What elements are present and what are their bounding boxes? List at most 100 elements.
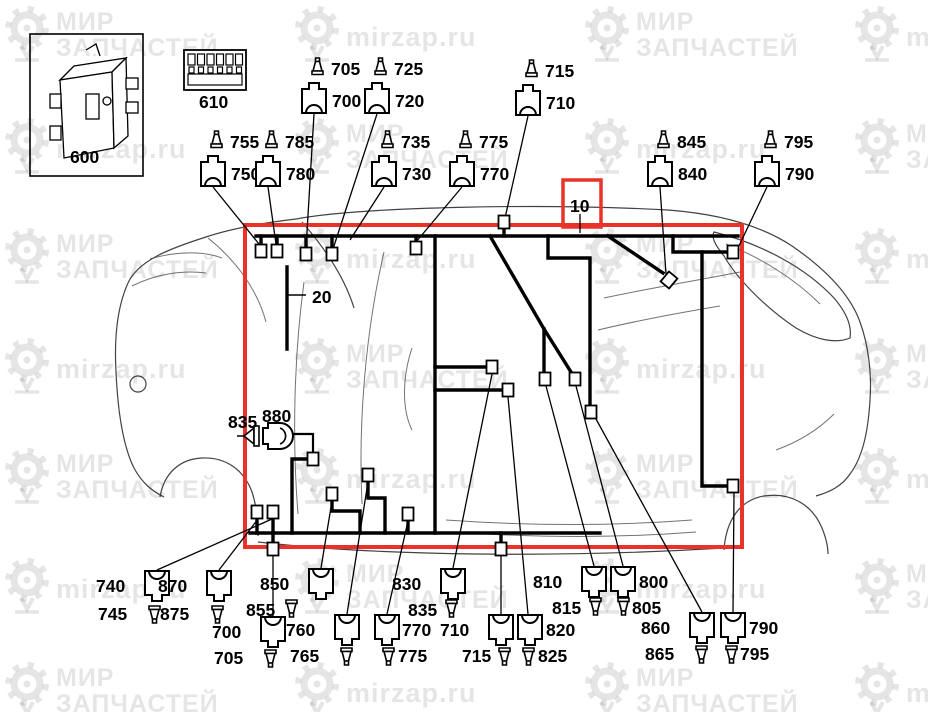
watermark-site: mirzap.ru: [906, 464, 928, 494]
watermark-brand-line1: МИР: [906, 120, 928, 148]
gear-pin-icon: [858, 341, 896, 392]
screw-icon: [695, 645, 708, 664]
watermark-layer: МИРЗАПЧАСТЕЙmirzap.ruМИРЗАПЧАСТЕЙmirzap.…: [8, 8, 928, 712]
strip-tooth: [215, 53, 225, 66]
screw-number: 755: [230, 132, 259, 152]
leader-line: [332, 113, 378, 250]
watermark-tile: mirzap.ru: [858, 231, 928, 282]
screw-number: 785: [285, 132, 314, 152]
watermark-brand-line1: МИР: [636, 450, 694, 478]
callout-880: 880: [262, 406, 291, 426]
harness-s1-branch: [330, 499, 362, 535]
strip-tooth: [206, 53, 215, 66]
gear-pin-icon: [8, 451, 46, 502]
watermark-brand-line2: ЗАПЧАСТЕЙ: [636, 474, 799, 504]
harness-right-vertical: [700, 250, 728, 488]
connector-number: 750: [231, 164, 260, 184]
connector-number: 700: [212, 622, 241, 642]
connector-number: 870: [158, 576, 187, 596]
leader-line: [732, 492, 735, 613]
leader-line: [218, 518, 259, 571]
car-headlight-line-1: [149, 252, 223, 260]
leader-line: [212, 186, 260, 245]
connector-number: 830: [392, 574, 421, 594]
connector-number: 720: [395, 91, 424, 111]
gear-pin-icon: [298, 665, 336, 712]
gear-pin-icon: [588, 121, 626, 172]
gear-pin-icon: [8, 561, 46, 612]
leader-line: [545, 385, 595, 567]
unit-600-sketch: [49, 43, 139, 159]
leader-line: [415, 186, 463, 243]
connector-number: 790: [749, 618, 778, 638]
gear-pin-icon: [588, 9, 626, 60]
gear-pin-icon: [588, 665, 626, 712]
gear-pin-icon: [858, 451, 896, 502]
leader-line: [349, 186, 385, 241]
connector-icon: [334, 614, 360, 646]
screw-number: 855: [246, 600, 275, 620]
harness-right-branch: [671, 234, 728, 254]
harness-connector-square: [254, 243, 268, 259]
watermark-brand-line2: ЗАПЧАСТЕЙ: [56, 254, 219, 284]
connector-number: 820: [546, 620, 575, 640]
screw-number: 745: [98, 604, 127, 624]
harness-connector-square: [361, 467, 375, 483]
connector-number: 730: [402, 164, 431, 184]
watermark-brand-line1: МИР: [56, 664, 114, 692]
screw-icon: [764, 130, 777, 149]
watermark-brand-line1: МИР: [346, 340, 404, 368]
strip-tooth-pin: [226, 66, 233, 74]
part-label-750: 755 750: [200, 130, 260, 187]
gear-pin-icon: [858, 231, 896, 282]
watermark-brand-line2: ЗАПЧАСТЕЙ: [906, 364, 928, 394]
connector-icon: [689, 612, 715, 644]
watermark-tile: mirzap.ru: [858, 665, 928, 712]
harness-connector-square: [494, 541, 508, 557]
leader-line: [736, 186, 768, 251]
watermark-tile: mirzap.ru: [298, 665, 476, 712]
connector-number: 800: [639, 572, 668, 592]
watermark-tile: mirzap.ru: [298, 9, 476, 60]
highlight-group: [243, 178, 744, 549]
callout-600: 600: [70, 147, 99, 167]
watermark-brand-line1: МИР: [906, 340, 928, 368]
watermark-tile: mirzap.ru: [588, 341, 766, 392]
gear-pin-icon: [298, 9, 336, 60]
gear-pin-icon: [858, 121, 896, 172]
leader-line: [452, 373, 493, 569]
leader-line: [267, 186, 277, 245]
car-interior-line-2: [294, 281, 305, 515]
callout-835: 835: [228, 412, 257, 432]
leader-line: [595, 418, 703, 613]
watermark-brand-line1: МИР: [346, 120, 404, 148]
strip-tooth-pin: [207, 66, 214, 74]
screw-number: 795: [784, 132, 813, 152]
leader-line: [507, 396, 529, 615]
car-roof-line: [295, 205, 669, 220]
gear-pin-icon: [588, 231, 626, 282]
watermark-brand-line1: МИР: [636, 664, 694, 692]
watermark-site: mirzap.ru: [906, 678, 928, 708]
gear-pin-icon: [8, 231, 46, 282]
harness-connector-square: [306, 451, 320, 467]
connector-number: 700: [332, 91, 361, 111]
gear-pin-icon: [8, 121, 46, 172]
connector-number: 850: [260, 574, 289, 594]
screw-number: 835: [408, 600, 437, 620]
watermark-brand-line2: ЗАПЧАСТЕЙ: [636, 32, 799, 62]
callout-20: 20: [312, 287, 332, 307]
watermark-brand-line1: МИР: [56, 8, 114, 36]
screw-number: 805: [632, 598, 661, 618]
